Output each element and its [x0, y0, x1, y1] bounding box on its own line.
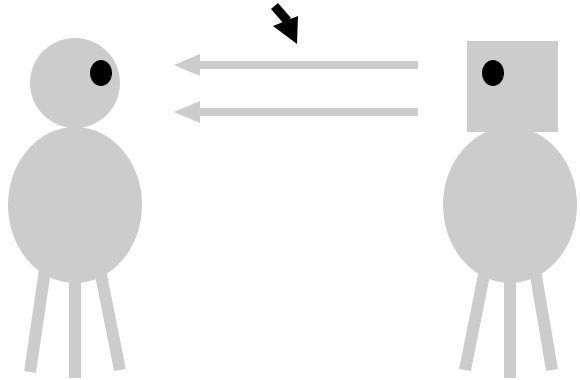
right-figure-leg [535, 270, 552, 370]
arrow-shaft [190, 108, 418, 116]
message-arrows [174, 54, 418, 123]
message-arrow-bottom [174, 101, 418, 123]
right-figure-body [443, 127, 577, 283]
left-figure-eye [90, 60, 112, 86]
left-figure [8, 38, 142, 378]
left-figure-legs [30, 270, 120, 378]
right-figure-leg [465, 270, 485, 370]
left-figure-body [8, 127, 142, 283]
right-figure [443, 41, 577, 378]
arrow-head-icon [174, 101, 200, 123]
message-arrow-top [174, 54, 418, 76]
right-figure-head [467, 41, 558, 132]
arrow-shaft [190, 61, 418, 69]
left-figure-leg [30, 270, 45, 372]
arrow-head-icon [174, 54, 200, 76]
left-figure-leg [100, 270, 120, 370]
pointer-arrow-icon [271, 3, 298, 44]
right-figure-eye [482, 60, 504, 86]
right-figure-legs [465, 270, 552, 378]
